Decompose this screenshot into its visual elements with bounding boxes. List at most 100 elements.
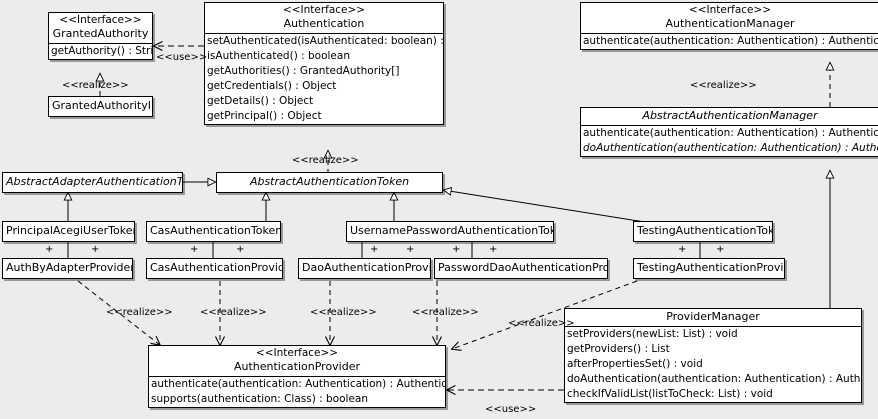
association-marker: + (91, 244, 100, 255)
class-name: GrantedAuthority (52, 27, 149, 40)
class-header: UsernamePasswordAuthenticationToken (347, 222, 553, 241)
class-name: AuthenticationManager (665, 17, 795, 30)
association-marker: + (452, 244, 461, 255)
method-item: getPrincipal() : Object (207, 110, 322, 122)
edge-label-realize-granted-authority-impl: <<realize>> (62, 80, 129, 91)
class-authentication-manager[interactable]: <<Interface>> AuthenticationManager auth… (580, 2, 878, 50)
class-abstract-authentication-token[interactable]: AbstractAuthenticationToken (216, 172, 443, 193)
association-marker: + (489, 244, 498, 255)
method-compartment: authenticate(authentication: Authenticat… (149, 376, 445, 407)
class-name: TestingAuthenticationProvider (637, 261, 784, 274)
method-item: supports(authentication: Class) : boolea… (151, 393, 368, 405)
class-name: PrincipalAcegiUserToken (6, 224, 135, 237)
edge-label-realize-cas-provider: <<realize>> (200, 307, 267, 318)
class-cas-authentication-provider[interactable]: CasAuthenticationProvider (146, 258, 283, 279)
method-compartment: authenticate(authentication: Authenticat… (581, 125, 878, 156)
class-header: AuthByAdapterProvider (3, 259, 132, 278)
method-item: doAuthentication(authentication: Authent… (567, 373, 861, 385)
class-name: ProviderManager (666, 310, 760, 323)
method-compartment: setProviders(newList: List) : void getPr… (565, 326, 861, 402)
association-marker: + (370, 244, 379, 255)
method-item: setProviders(newList: List) : void (567, 328, 738, 340)
class-authentication[interactable]: <<Interface>> Authentication setAuthenti… (204, 2, 444, 125)
class-granted-authority[interactable]: <<Interface>> GrantedAuthority getAuthor… (48, 12, 153, 60)
method-item: afterPropertiesSet() : void (567, 358, 703, 370)
method-item: setAuthenticated(isAuthenticated: boolea… (207, 35, 444, 47)
class-header: TestingAuthenticationToken (634, 222, 772, 241)
class-header: <<Interface>> GrantedAuthority (49, 13, 152, 43)
method-item: getAuthority() : String (51, 45, 153, 57)
method-compartment: getAuthority() : String (49, 43, 152, 59)
association-marker: + (716, 244, 725, 255)
class-name: GrantedAuthorityImpl (52, 99, 152, 112)
association-marker: + (236, 244, 245, 255)
edge-label-realize-password-dao-provider: <<realize>> (412, 307, 479, 318)
stereotype-label: <<Interface>> (688, 4, 772, 16)
class-dao-authentication-provider[interactable]: DaoAuthenticationProvider (298, 258, 431, 279)
method-compartment: setAuthenticated(isAuthenticated: boolea… (205, 33, 443, 124)
class-header: GrantedAuthorityImpl (49, 97, 152, 116)
stereotype-label: <<Interface>> (255, 347, 339, 359)
class-header: AbstractAdapterAuthenticationToken (3, 173, 182, 192)
class-header: ProviderManager (565, 309, 861, 326)
association-marker: + (678, 244, 687, 255)
stereotype-label: <<Interface>> (282, 4, 366, 16)
class-name: AbstractAuthenticationManager (642, 109, 818, 122)
class-provider-manager[interactable]: ProviderManager setProviders(newList: Li… (564, 308, 862, 403)
method-item: isAuthenticated() : boolean (207, 50, 350, 62)
class-principal-acegi-user-token[interactable]: PrincipalAcegiUserToken (2, 221, 135, 242)
class-name: CasAuthenticationProvider (150, 261, 283, 274)
class-username-password-authentication-token[interactable]: UsernamePasswordAuthenticationToken (346, 221, 554, 242)
class-auth-by-adapter-provider[interactable]: AuthByAdapterProvider (2, 258, 133, 279)
association-marker: + (190, 244, 199, 255)
method-item: authenticate(authentication: Authenticat… (583, 127, 878, 139)
method-item: checkIfValidList(listToCheck: List) : vo… (567, 388, 773, 400)
method-item: getProviders() : List (567, 343, 670, 355)
edge-label-realize-auth-by-adapter: <<realize>> (106, 307, 173, 318)
edge-label-realize-authentication-token: <<realize>> (292, 155, 359, 166)
class-header: AbstractAuthenticationManager (581, 108, 878, 125)
class-name: AbstractAdapterAuthenticationToken (6, 175, 183, 188)
class-header: TestingAuthenticationProvider (634, 259, 784, 278)
class-authentication-provider[interactable]: <<Interface>> AuthenticationProvider aut… (148, 345, 446, 408)
class-password-dao-authentication-provider[interactable]: PasswordDaoAuthenticationProvider (434, 258, 608, 279)
association-marker: + (45, 244, 54, 255)
method-item: authenticate(authentication: Authenticat… (151, 378, 446, 390)
edge-label-use-provider-manager: <<use>> (485, 404, 537, 415)
class-cas-authentication-token[interactable]: CasAuthenticationToken (146, 221, 281, 242)
method-item: doAuthentication(authentication: Authent… (583, 142, 878, 154)
class-name: DaoAuthenticationProvider (302, 261, 430, 274)
class-header: DaoAuthenticationProvider (299, 259, 430, 278)
method-item: getAuthorities() : GrantedAuthority[] (207, 65, 400, 77)
method-item: getCredentials() : Object (207, 80, 337, 92)
class-header: CasAuthenticationToken (147, 222, 280, 241)
edge-label-realize-abstract-auth-manager: <<realize>> (690, 80, 757, 91)
class-name: AuthenticationProvider (233, 360, 361, 373)
class-header: CasAuthenticationProvider (147, 259, 282, 278)
class-testing-authentication-provider[interactable]: TestingAuthenticationProvider (633, 258, 785, 279)
class-abstract-adapter-authentication-token[interactable]: AbstractAdapterAuthenticationToken (2, 172, 183, 193)
class-name: AbstractAuthenticationToken (249, 175, 410, 188)
class-name: Authentication (283, 17, 365, 30)
class-header: PasswordDaoAuthenticationProvider (435, 259, 607, 278)
method-item: authenticate(authentication: Authenticat… (583, 35, 878, 47)
edge-label-realize-testing-provider: <<realize>> (508, 318, 575, 329)
stereotype-label: <<Interface>> (59, 14, 142, 26)
class-name: CasAuthenticationToken (150, 224, 281, 237)
association-marker: + (406, 244, 415, 255)
class-testing-authentication-token[interactable]: TestingAuthenticationToken (633, 221, 773, 242)
class-header: <<Interface>> AuthenticationProvider (149, 346, 445, 376)
edge-label-use-granted-authority: <<use>> (156, 52, 208, 63)
class-name: PasswordDaoAuthenticationProvider (438, 261, 608, 274)
class-abstract-authentication-manager[interactable]: AbstractAuthenticationManager authentica… (580, 107, 878, 157)
class-header: PrincipalAcegiUserToken (3, 222, 134, 241)
class-name: TestingAuthenticationToken (637, 224, 773, 237)
class-name: AuthByAdapterProvider (6, 261, 133, 274)
method-compartment: authenticate(authentication: Authenticat… (581, 33, 878, 49)
method-item: getDetails() : Object (207, 95, 314, 107)
class-header: <<Interface>> AuthenticationManager (581, 3, 878, 33)
class-granted-authority-impl[interactable]: GrantedAuthorityImpl (48, 96, 153, 117)
class-name: UsernamePasswordAuthenticationToken (350, 224, 554, 237)
class-header: AbstractAuthenticationToken (217, 173, 442, 192)
